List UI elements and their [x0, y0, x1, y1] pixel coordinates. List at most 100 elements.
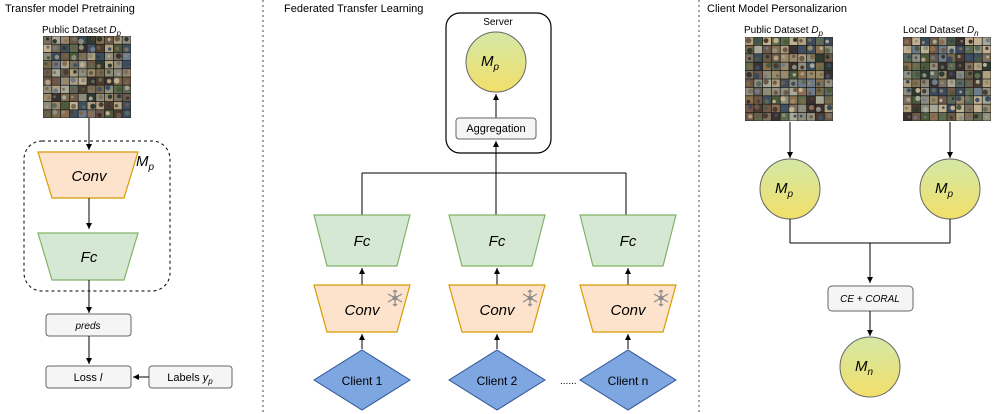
image-grid-thumbnail-detail — [985, 46, 989, 51]
image-grid-thumbnail-detail — [825, 39, 829, 44]
image-grid-thumbnail-detail — [827, 63, 832, 68]
image-grid-thumbnail-detail — [763, 38, 769, 44]
image-grid-thumbnail-detail — [81, 87, 85, 91]
image-grid-thumbnail-detail — [73, 63, 78, 68]
image-grid-thumbnail-detail — [946, 56, 953, 63]
final-model-label: Mn — [855, 358, 874, 378]
image-grid-thumbnail-detail — [105, 111, 110, 116]
image-grid-thumbnail-detail — [746, 47, 753, 54]
image-grid-thumbnail-detail — [788, 106, 795, 113]
image-grid-thumbnail-detail — [70, 95, 74, 99]
image-grid-thumbnail-detail — [922, 98, 926, 102]
image-grid-thumbnail-detail — [62, 78, 69, 85]
image-grid-thumbnail-detail — [763, 74, 767, 78]
image-grid-thumbnail-detail — [986, 55, 990, 59]
image-grid-thumbnail-detail — [52, 103, 57, 108]
image-grid-thumbnail-detail — [983, 74, 988, 79]
public-dataset-label: Public Dataset Dp — [744, 25, 824, 38]
image-grid-thumbnail-detail — [113, 77, 120, 84]
image-grid-thumbnail — [903, 113, 912, 121]
image-grid-thumbnail-detail — [922, 66, 926, 70]
image-grid-thumbnail-detail — [932, 64, 936, 68]
pretraining-conv-block — [37, 151, 139, 199]
image-grid-thumbnail — [798, 87, 807, 96]
clientn-diamond — [579, 349, 677, 411]
image-grid-thumbnail-detail — [968, 39, 973, 44]
image-grid-thumbnail-detail — [808, 91, 812, 95]
image-grid-thumbnail-detail — [748, 104, 753, 109]
image-grid-thumbnail-detail — [773, 55, 779, 61]
image-grid-thumbnail-detail — [958, 81, 962, 86]
image-grid-thumbnail-detail — [70, 110, 74, 114]
image-grid-thumbnail-detail — [89, 85, 94, 90]
image-grid-thumbnail-detail — [977, 88, 982, 93]
image-grid-thumbnail — [789, 54, 798, 62]
client-column-2: Fc Conv Client 2 — [448, 214, 546, 411]
image-grid-thumbnail-detail — [931, 55, 935, 60]
image-grid-thumbnail-detail — [107, 38, 111, 42]
personal-model-label-public: Mp — [775, 180, 794, 200]
image-grid-thumbnail-detail — [81, 70, 85, 74]
aggregation-label: Aggregation — [466, 123, 525, 135]
image-grid-thumbnail-detail — [914, 56, 918, 59]
image-grid-thumbnail-detail — [826, 80, 830, 84]
image-grid-thumbnail-detail — [98, 70, 104, 75]
image-grid-thumbnail-detail — [904, 39, 909, 45]
image-grid-thumbnail-detail — [915, 88, 921, 93]
image-grid-thumbnail-detail — [826, 96, 831, 101]
image-grid-thumbnail-detail — [78, 53, 84, 58]
image-grid-thumbnail-detail — [124, 47, 129, 52]
image-grid-thumbnail-detail — [88, 96, 93, 101]
image-grid-thumbnail-detail — [764, 99, 769, 104]
image-grid-thumbnail — [956, 54, 965, 62]
image-grid-thumbnail-detail — [976, 56, 982, 62]
image-grid-thumbnail — [982, 54, 991, 62]
image-grid-thumbnail-detail — [115, 86, 122, 93]
image-grid-thumbnail-detail — [755, 112, 761, 119]
image-grid-thumbnail-detail — [45, 86, 49, 91]
labels-label: Labels yp — [167, 372, 213, 386]
image-grid-thumbnail-detail — [825, 54, 830, 60]
image-grid-thumbnail-detail — [78, 38, 84, 45]
image-grid-thumbnail-detail — [45, 105, 49, 108]
image-grid-thumbnail-detail — [71, 54, 77, 61]
image-grid-thumbnail-detail — [64, 39, 68, 42]
image-grid-thumbnail-detail — [753, 73, 760, 79]
image-grid-thumbnail-detail — [907, 55, 911, 59]
image-grid-thumbnail-detail — [941, 47, 946, 53]
image-grid-thumbnail-detail — [747, 64, 753, 70]
image-grid-thumbnail-detail — [781, 113, 786, 118]
image-grid-thumbnail-detail — [815, 106, 821, 112]
image-grid-thumbnail-detail — [790, 98, 796, 104]
image-grid-thumbnail-detail — [801, 79, 807, 85]
client1-fc-label: Fc — [354, 233, 371, 250]
image-grid-thumbnail-detail — [107, 54, 111, 58]
image-grid-thumbnail-detail — [818, 65, 823, 70]
image-grid-thumbnail-detail — [930, 71, 935, 76]
image-grid-thumbnail-detail — [968, 71, 972, 76]
image-grid-thumbnail-detail — [984, 80, 989, 85]
image-grid-thumbnail-detail — [115, 46, 120, 51]
pretraining-fc-block — [37, 232, 139, 281]
image-grid-thumbnail-detail — [974, 114, 979, 119]
image-grid-thumbnail-detail — [826, 112, 833, 119]
image-grid-thumbnail — [956, 37, 965, 45]
pretrained-model-group — [23, 140, 171, 292]
image-grid-thumbnail-detail — [817, 99, 823, 104]
image-grid-thumbnail-detail — [793, 87, 798, 92]
image-grid-thumbnail — [921, 62, 929, 71]
image-grid-thumbnail-detail — [913, 81, 918, 86]
client-column-n: Fc Conv Client n — [579, 214, 677, 411]
server-model-circle — [465, 31, 527, 93]
image-grid-thumbnail-detail — [967, 114, 971, 117]
image-grid-thumbnail-detail — [745, 37, 752, 44]
image-grid-thumbnail-detail — [931, 106, 937, 112]
image-grid-thumbnail-detail — [107, 63, 112, 68]
image-grid-thumbnail — [815, 45, 824, 54]
image-grid-thumbnail-detail — [799, 39, 803, 43]
image-grid-thumbnail-detail — [810, 97, 814, 101]
pretraining-dataset-label: Public Dataset Dp — [42, 25, 122, 38]
image-grid-thumbnail-detail — [765, 62, 772, 68]
image-grid-thumbnail-detail — [71, 46, 76, 50]
image-grid-thumbnail-detail — [764, 106, 768, 110]
